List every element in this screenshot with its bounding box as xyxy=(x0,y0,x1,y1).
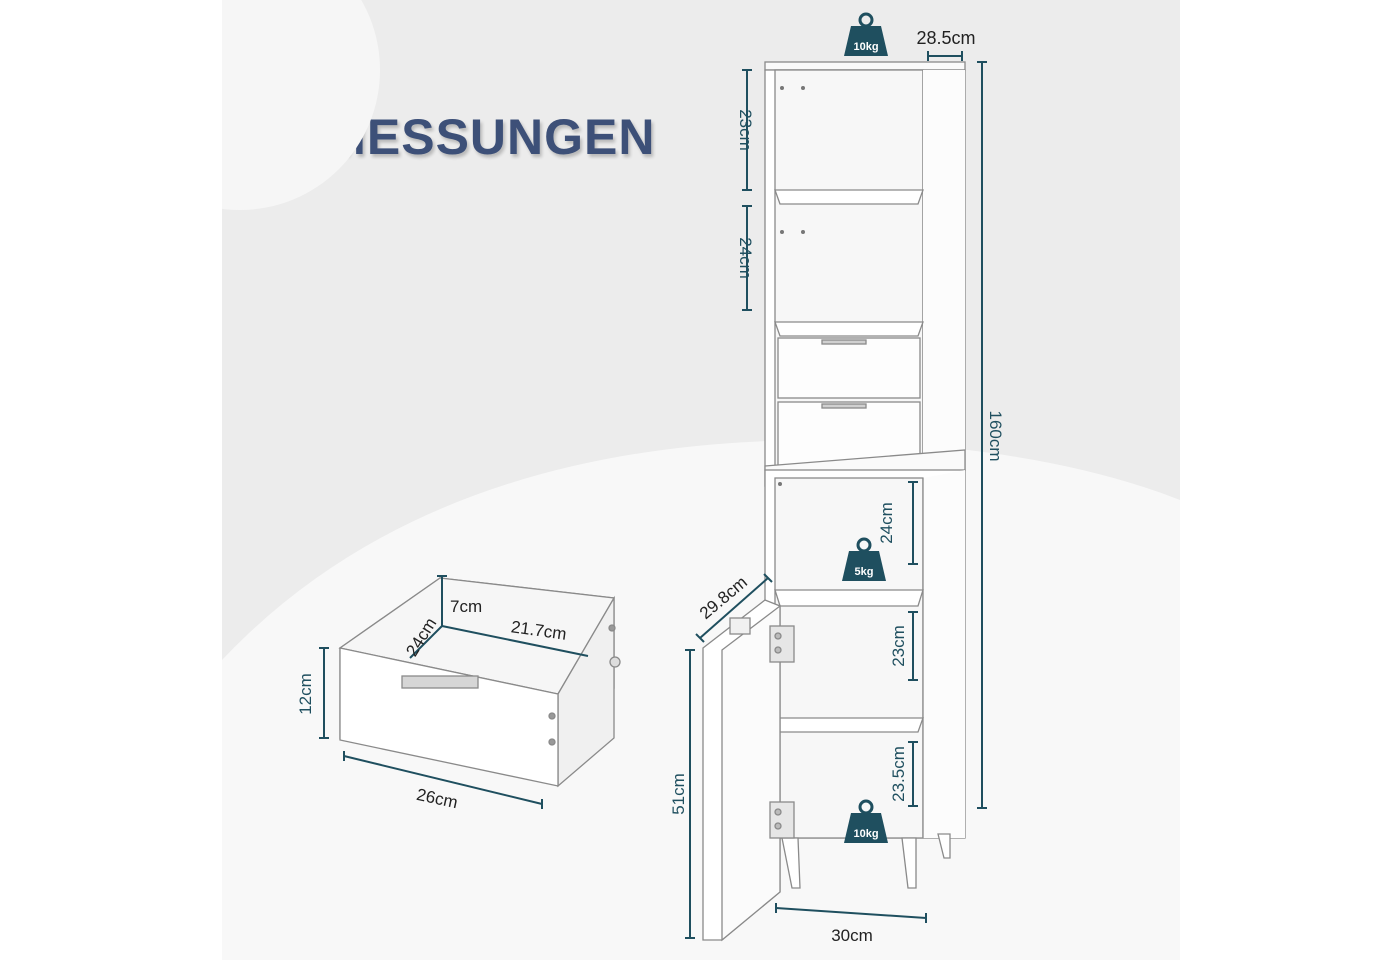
dimension-lines xyxy=(319,51,987,939)
drawer-front-panel xyxy=(339,647,559,787)
weight-icon-bottom: 10kg xyxy=(844,799,888,843)
dim-drawer-inner-height: 7cm xyxy=(450,597,482,616)
door-knob xyxy=(729,617,751,635)
drawer-detail xyxy=(338,576,621,788)
shelf-2 xyxy=(774,321,924,337)
weight-label-top: 10kg xyxy=(853,41,878,53)
drawer-handle-1 xyxy=(821,339,867,345)
drawer-handle xyxy=(401,675,479,689)
dim-shelf-top: 23cm xyxy=(736,109,755,151)
dim-inner-bottom: 23.5cm xyxy=(889,746,908,802)
cabinet-top-edge xyxy=(764,61,966,71)
dim-shelf-second: 24cm xyxy=(736,237,755,279)
shelf-1 xyxy=(774,189,924,205)
shelf-4 xyxy=(774,717,924,733)
weight-label-middle: 5kg xyxy=(855,566,874,578)
drawer-front-1 xyxy=(777,337,921,399)
leg-back-right xyxy=(937,833,951,859)
cabinet-lower-interior xyxy=(774,477,924,839)
weight-icon-middle: 5kg xyxy=(842,537,886,581)
hinge-upper xyxy=(769,625,795,663)
dim-drawer-front-height: 12cm xyxy=(296,673,315,715)
dim-depth-top: 28.5cm xyxy=(916,28,975,48)
weight-label-bottom: 10kg xyxy=(853,828,878,840)
drawer-handle-2 xyxy=(821,403,867,409)
dim-door-height: 51cm xyxy=(669,773,688,815)
dim-height-total: 160cm xyxy=(986,410,1005,461)
tall-cabinet xyxy=(702,61,966,942)
shelf-3 xyxy=(774,589,924,607)
dim-width: 30cm xyxy=(831,926,873,945)
background-curves xyxy=(222,0,1180,960)
weight-icon-top: 10kg xyxy=(844,12,888,56)
leg-front-right xyxy=(901,837,917,889)
dim-inner-middle: 24cm xyxy=(877,502,896,544)
dim-inner-lower: 23cm xyxy=(889,625,908,667)
hinge-lower xyxy=(769,801,795,839)
